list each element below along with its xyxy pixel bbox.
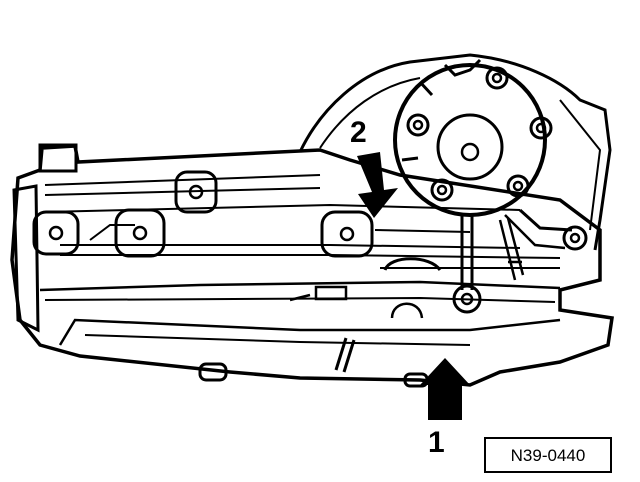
selector-linkage <box>460 215 525 290</box>
main-housing <box>10 143 614 387</box>
housing-bolts <box>32 170 588 314</box>
bolt-boss <box>32 210 80 256</box>
bolt-boss <box>114 208 166 258</box>
figure-code: N39-0440 <box>511 446 586 465</box>
housing-details <box>198 229 471 388</box>
bolt-boss <box>452 284 482 314</box>
arrow-callout-1: 1 <box>420 358 470 459</box>
figure-code-box: N39-0440 <box>484 437 612 473</box>
bolt-boss <box>320 210 374 258</box>
front-housing <box>298 53 612 251</box>
callout-label-2: 2 <box>350 116 367 149</box>
callout-label-1: 1 <box>428 426 445 459</box>
bolt-boss <box>562 225 588 251</box>
bolt-boss <box>174 170 218 214</box>
arrow-callout-2: 2 <box>350 116 398 218</box>
drive-flange <box>393 58 573 250</box>
